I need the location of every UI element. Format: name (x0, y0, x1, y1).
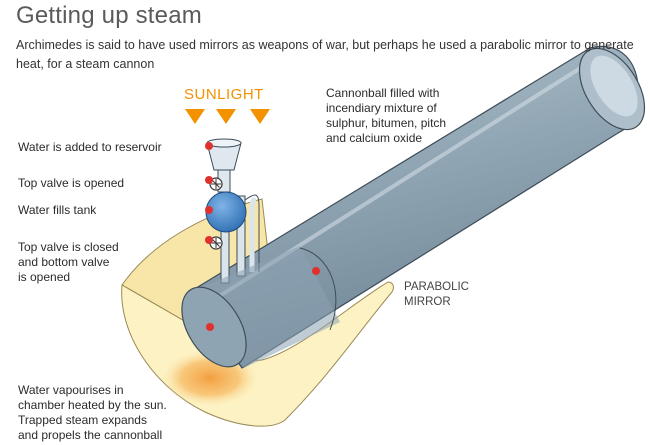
step-water-fills: Water fills tank (18, 203, 97, 217)
marker-chamber (206, 323, 214, 331)
cannonball-note: Cannonball filled with incendiary mixtur… (326, 86, 447, 145)
sunlight-arrow-icon (250, 109, 270, 124)
diagram-title: Getting up steam (16, 2, 202, 29)
steam-chamber (181, 246, 340, 368)
top-valve-icon (209, 177, 223, 191)
water-reservoir (206, 138, 242, 193)
marker-tank (205, 206, 213, 214)
marker-cannonball (312, 267, 320, 275)
mirror-label: PARABOLIC MIRROR (404, 281, 469, 308)
sunlight-arrow-icon (216, 109, 236, 124)
sunlight-label: SUNLIGHT (184, 86, 264, 103)
step-top-valve-opened: Top valve is opened (18, 176, 125, 190)
marker-reservoir (205, 142, 213, 150)
step-vapourises: Water vapourises in chamber heated by th… (18, 383, 167, 442)
marker-bottom-valve (205, 236, 213, 244)
sunlight-arrow-icon (185, 109, 205, 124)
sunlight-arrows (185, 109, 270, 124)
marker-top-valve (205, 176, 213, 184)
diagram-subtitle: Archimedes is said to have used mirrors … (16, 38, 634, 71)
step-water-added: Water is added to reservoir (18, 140, 162, 154)
step-top-closed: Top valve is closed and bottom valve is … (18, 240, 119, 284)
